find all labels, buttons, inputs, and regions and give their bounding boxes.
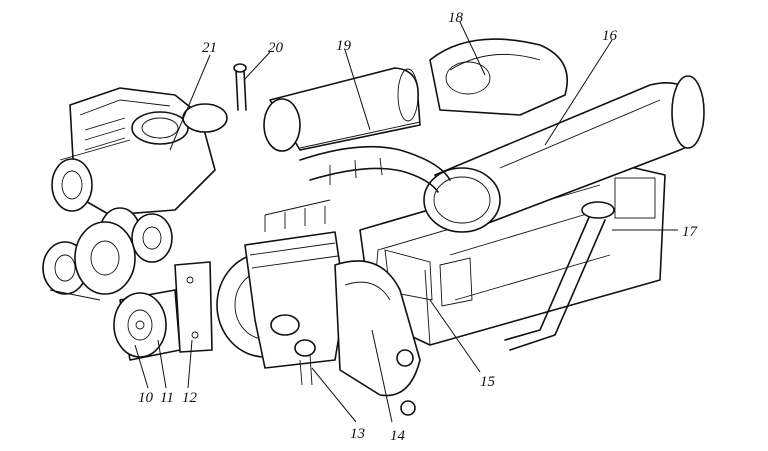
leader-19 [344, 49, 371, 131]
compressor [69, 87, 228, 216]
callout-21: 21 [202, 40, 217, 56]
callout-15: 15 [480, 374, 496, 390]
injection-pump [244, 199, 346, 386]
leader-10 [134, 344, 149, 389]
bracket [174, 261, 213, 353]
leader-18 [459, 21, 486, 76]
callout-13: 13 [350, 426, 365, 442]
fan-housing [429, 38, 569, 116]
curved-duct [299, 145, 451, 193]
intake-pipe [423, 75, 705, 233]
callout-14: 14 [390, 428, 406, 444]
leader-13 [311, 367, 357, 423]
belt-pulleys [42, 139, 173, 301]
leader-20 [243, 51, 271, 81]
breather-pipe [233, 63, 247, 111]
generator [113, 289, 181, 361]
leader-21 [169, 54, 211, 151]
callout-11: 11 [160, 390, 174, 406]
callout-labels: 21 20 19 18 16 17 15 14 13 12 11 10 [138, 10, 699, 444]
oil-filler-tube [504, 201, 615, 351]
leader-15 [429, 299, 481, 373]
leader-16 [544, 39, 613, 146]
callout-10: 10 [138, 390, 154, 406]
callout-12: 12 [182, 390, 198, 406]
regulator [334, 260, 421, 416]
leader-14 [371, 329, 393, 423]
callout-19: 19 [336, 38, 352, 54]
callout-20: 20 [268, 40, 284, 56]
air-cleaner [263, 67, 421, 152]
callout-18: 18 [448, 10, 464, 26]
callout-17: 17 [682, 224, 699, 240]
leader-12 [187, 339, 193, 389]
leader-lines [134, 21, 678, 423]
leader-11 [157, 339, 167, 389]
callout-16: 16 [602, 28, 618, 44]
